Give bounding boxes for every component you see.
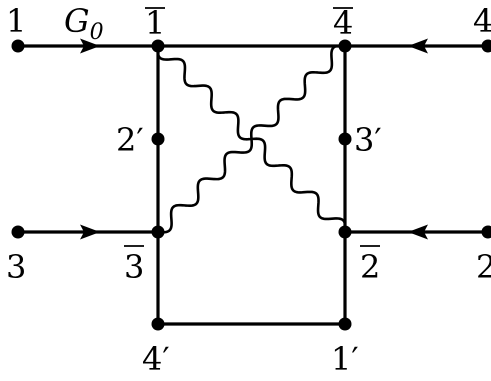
label-external-1: 1	[6, 2, 26, 40]
vertex-3prime	[338, 132, 352, 146]
label-vertex-1prime: 1′	[331, 340, 359, 378]
vertex-1bar	[151, 39, 165, 53]
interaction-lines	[156, 44, 347, 234]
vertex-1prime	[338, 317, 352, 331]
vertex-2	[481, 225, 491, 239]
vertex-3bar	[151, 225, 165, 239]
label-vertex-2prime: 2′	[116, 121, 144, 159]
vertex-2bar	[338, 225, 352, 239]
wavy-line-4bar-to-3bar	[156, 44, 347, 234]
arrows	[80, 38, 428, 240]
label-vertex-4prime: 4′	[142, 340, 170, 378]
label-external-2: 2	[476, 248, 491, 286]
label-external-4: 4	[473, 2, 491, 40]
vertex-2prime	[151, 132, 165, 146]
labels: 1 G0 1 4 4 2′ 3′ 3 3 2 2 4′ 1′	[6, 2, 491, 378]
vertex-4bar	[338, 39, 352, 53]
propagator-lines	[16, 44, 490, 326]
label-propagator-g0: G0	[64, 2, 104, 45]
label-vertex-3prime: 3′	[354, 121, 382, 159]
label-vertex-2bar: 2	[360, 248, 380, 286]
label-propagator-sub: 0	[90, 20, 104, 45]
label-vertex-1bar: 1	[145, 4, 165, 42]
vertex-4prime	[151, 317, 165, 331]
label-vertex-4bar: 4	[333, 4, 353, 42]
vertex-3	[11, 225, 25, 239]
label-vertex-3bar: 3	[124, 248, 144, 286]
arrow-right-top-icon	[80, 38, 100, 54]
label-external-3: 3	[6, 248, 26, 286]
arrow-left-bottom-icon	[408, 224, 428, 240]
vertices	[11, 39, 491, 331]
vertex-4	[481, 39, 491, 53]
arrow-right-bottom-icon	[80, 224, 100, 240]
vertex-1	[11, 39, 25, 53]
label-propagator-base: G	[64, 2, 90, 40]
arrow-left-top-icon	[408, 38, 428, 54]
